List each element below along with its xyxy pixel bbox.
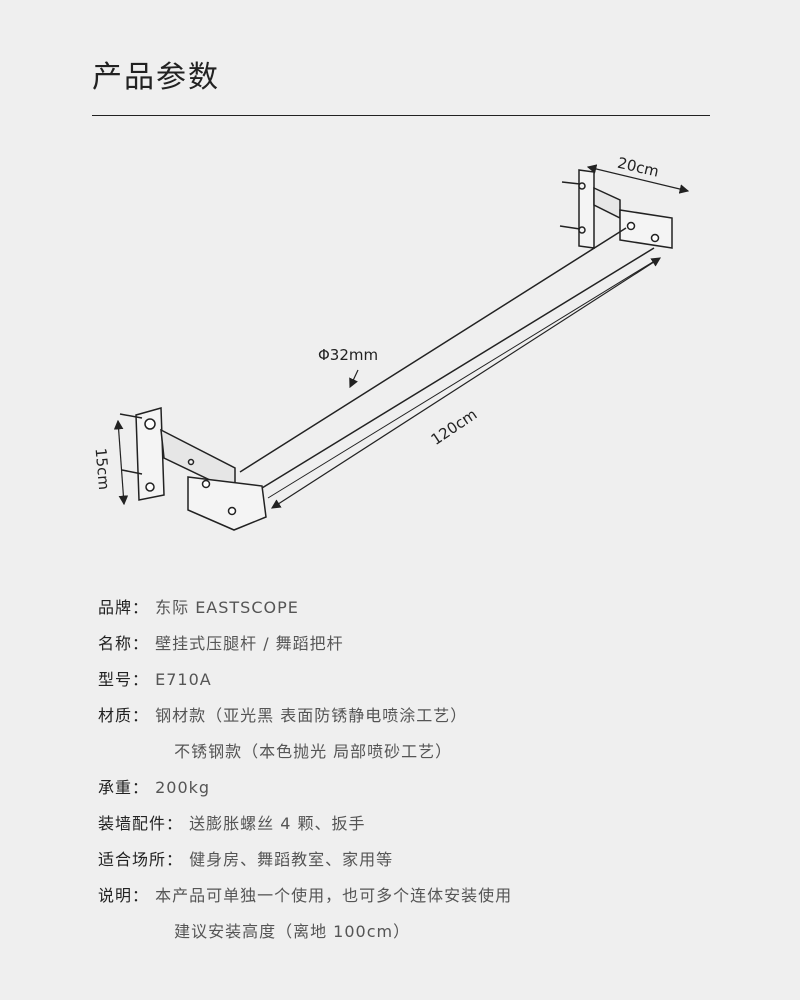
- spec-value: 东际 EASTSCOPE: [155, 598, 299, 617]
- title-divider: [92, 115, 710, 116]
- spec-value: 送膨胀螺丝 4 颗、扳手: [189, 814, 366, 833]
- spec-label: 型号：: [98, 670, 150, 689]
- spec-value: 本产品可单独一个使用，也可多个连体安装使用: [155, 886, 513, 905]
- depth-label: 20cm: [616, 154, 661, 181]
- spec-row: 适合场所： 健身房、舞蹈教室、家用等: [98, 846, 393, 870]
- page-title: 产品参数: [92, 60, 220, 95]
- dimension-lines: [113, 164, 690, 509]
- spec-value: 钢材款（亚光黑 表面防锈静电喷涂工艺）: [155, 706, 468, 725]
- spec-label: 装墙配件：: [98, 814, 184, 833]
- spec-label: 品牌：: [98, 598, 150, 617]
- product-dimension-drawing: 20cm Φ32mm 120cm 15cm: [92, 154, 690, 531]
- spec-label: 承重：: [98, 778, 150, 797]
- spec-label: 适合场所：: [98, 850, 184, 869]
- bar-tube: [239, 227, 657, 499]
- spec-value: 壁挂式压腿杆 / 舞蹈把杆: [155, 634, 344, 653]
- spec-row: 不锈钢款（本色抛光 局部喷砂工艺）: [98, 738, 452, 762]
- spec-row: 名称： 壁挂式压腿杆 / 舞蹈把杆: [98, 630, 344, 654]
- spec-value: 健身房、舞蹈教室、家用等: [189, 850, 394, 869]
- spec-label: 材质：: [98, 706, 150, 725]
- spec-row: 品牌： 东际 EASTSCOPE: [98, 594, 299, 618]
- spec-row: 建议安装高度（离地 100cm）: [98, 918, 410, 942]
- spec-row: 材质： 钢材款（亚光黑 表面防锈静电喷涂工艺）: [98, 702, 467, 726]
- spec-row: 装墙配件： 送膨胀螺丝 4 颗、扳手: [98, 810, 365, 834]
- spec-value: 不锈钢款（本色抛光 局部喷砂工艺）: [174, 742, 453, 761]
- diameter-label: Φ32mm: [318, 346, 378, 364]
- left-bracket: [119, 407, 267, 531]
- spec-value: 200kg: [155, 778, 211, 797]
- right-bracket: [559, 169, 673, 249]
- length-label: 120cm: [428, 405, 481, 449]
- spec-row: 型号： E710A: [98, 666, 212, 690]
- spec-row: 承重： 200kg: [98, 774, 210, 798]
- spec-value: E710A: [155, 670, 212, 689]
- spec-label: 说明：: [98, 886, 150, 905]
- spec-label: 名称：: [98, 634, 150, 653]
- height-label: 15cm: [92, 447, 114, 490]
- spec-row: 说明： 本产品可单独一个使用，也可多个连体安装使用: [98, 882, 512, 906]
- spec-value: 建议安装高度（离地 100cm）: [174, 922, 411, 941]
